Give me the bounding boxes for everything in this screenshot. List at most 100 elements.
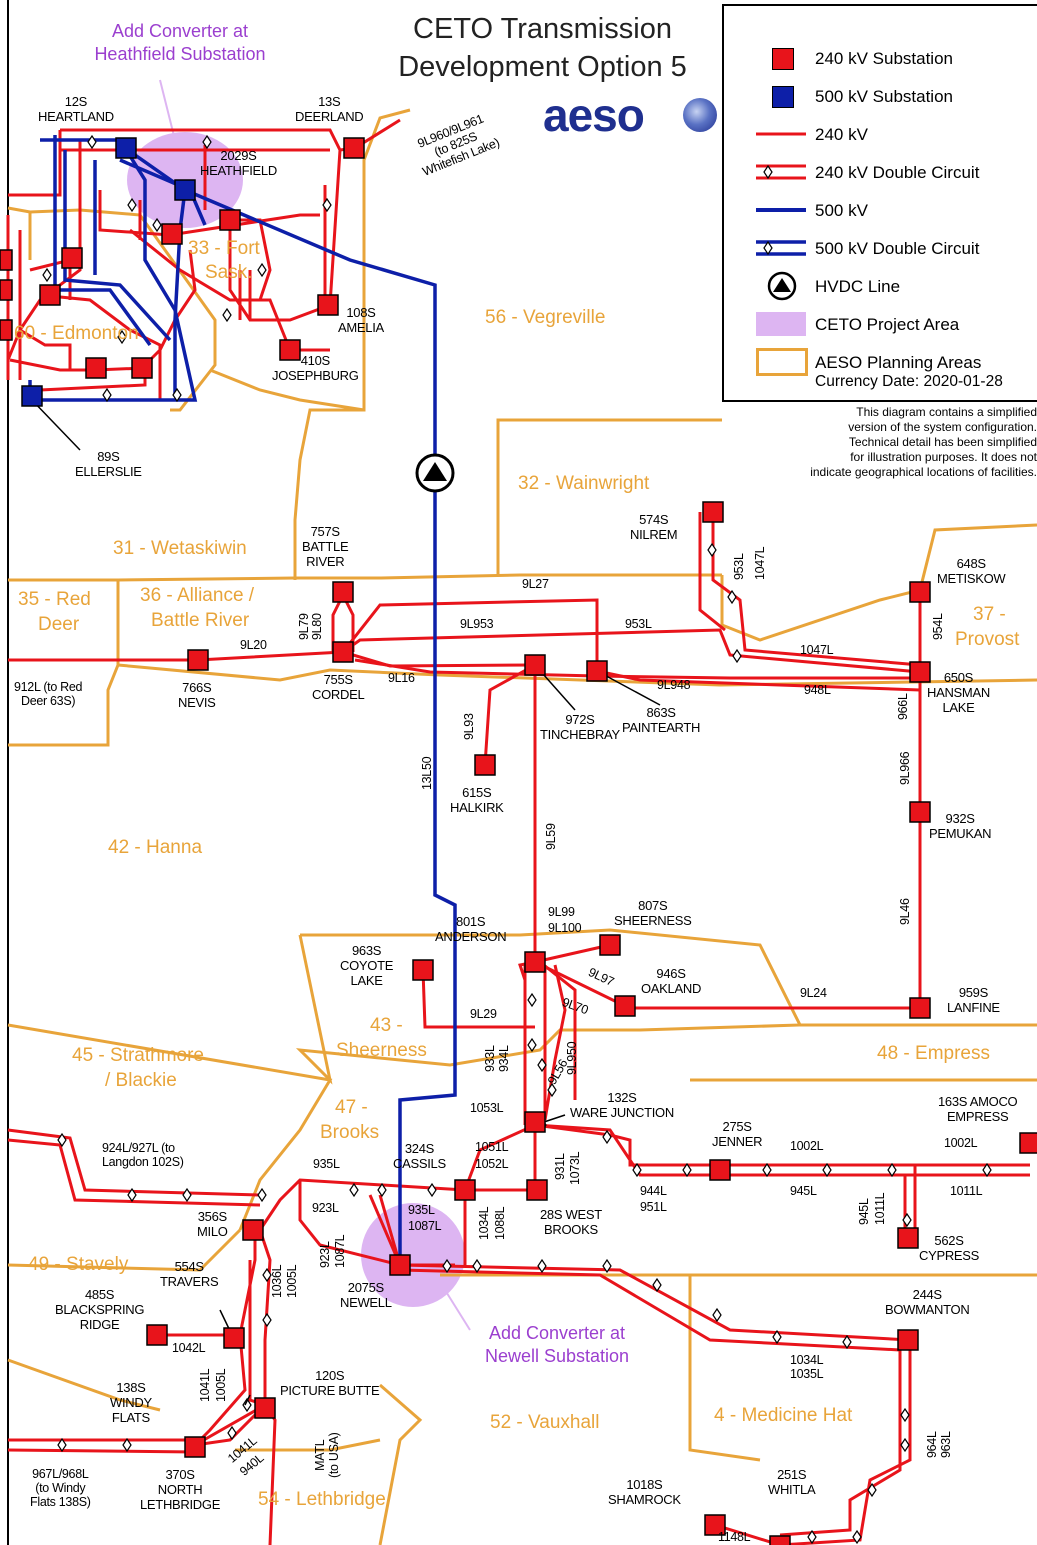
line-label-1036l: 1036L — [270, 1265, 284, 1298]
substation-id: 244S — [885, 1287, 969, 1302]
substation-label-sheerness: 807SSHEERNESS — [614, 898, 692, 928]
area-label-strathmore: 45 - Strathmore — [72, 1043, 204, 1069]
substation-id: 370S — [140, 1467, 220, 1482]
line-label-text: 924L/927L (to — [102, 1141, 184, 1155]
line-label-923l: 923L — [312, 1201, 339, 1215]
legend-item: 500 kV Substation — [724, 80, 1037, 114]
line-label-text: (to Windy — [30, 1481, 91, 1495]
line-label-text: 912L (to Red — [14, 680, 82, 694]
line-label-945l: 945L — [790, 1184, 817, 1198]
substation-name: CORDEL — [312, 687, 364, 702]
substation-id: 89S — [75, 449, 142, 464]
line-label-1148l: 1148L — [718, 1530, 750, 1544]
line-label-1047l: 1047L — [800, 643, 833, 657]
legend: 240 kV Substation 500 kV Substation 240 … — [722, 4, 1037, 402]
substation-label-shamrock: 1018SSHAMROCK — [608, 1477, 681, 1507]
line-label-953l-v: 953L — [732, 553, 746, 580]
substation-name: PAINTEARTH — [622, 720, 700, 735]
line-label-text: Langdon 102S) — [102, 1155, 184, 1169]
line-label-1005l: 1005L — [285, 1265, 299, 1298]
substation-id: 554S — [160, 1259, 218, 1274]
substation-id: 12S — [38, 94, 114, 109]
substation-name: LANFINE — [947, 1000, 1000, 1015]
substation-painteareth — [587, 661, 607, 681]
line-label-text: 1035L — [790, 1367, 823, 1381]
substation-id: 275S — [712, 1119, 762, 1134]
note-line: Heathfield Substation — [90, 43, 270, 66]
substation-label-anderson: 801SANDERSON — [435, 914, 506, 944]
substation-id: 28S WEST — [540, 1207, 602, 1222]
substation-whitla — [770, 1536, 790, 1545]
line-label-1002l-2: 1002L — [944, 1136, 977, 1150]
substation-pemukan — [910, 802, 930, 822]
substation-sheerness — [600, 935, 620, 955]
substation-name: TINCHEBRAY — [540, 727, 620, 742]
disclaimer-line: indicate geographical locations of facil… — [740, 465, 1037, 480]
note-line: Newell Substation — [462, 1345, 652, 1368]
substation-label-nilrem: 574SNILREM — [630, 512, 677, 542]
line-label-9l16: 9L16 — [388, 671, 415, 685]
line-label-text: MATL — [313, 1432, 327, 1478]
substation-name: ELLERSLIE — [75, 464, 142, 479]
substation-label-cordel: 755SCORDEL — [312, 672, 364, 702]
line-label-9l100: 9L100 — [548, 921, 581, 935]
newell-converter-note: Add Converter at Newell Substation — [462, 1322, 652, 1368]
substation-cypress — [898, 1228, 918, 1248]
substation-name: NORTH — [140, 1482, 220, 1497]
substation-id: 972S — [540, 712, 620, 727]
line-label-912l: 912L (to RedDeer 63S) — [14, 680, 82, 708]
line-label-text: 1034L — [790, 1353, 823, 1367]
line-label-1088l-v: 1088L — [493, 1207, 507, 1240]
line-label-964l: 964L — [925, 1431, 939, 1458]
line-label-text: Flats 138S) — [30, 1495, 91, 1509]
substation-name: SHEERNESS — [614, 913, 692, 928]
substation-ware-junction — [525, 1112, 545, 1132]
line-label-9l27: 9L27 — [522, 577, 549, 591]
substation-blackspring-ridge — [147, 1325, 167, 1345]
line-label-945l-v: 945L — [857, 1198, 871, 1225]
substation-name: RIDGE — [55, 1317, 144, 1332]
substation-heartland — [116, 138, 136, 158]
disclaimer-line: This diagram contains a simplified — [740, 405, 1037, 420]
substation-name: JENNER — [712, 1134, 762, 1149]
substation-name: SHAMROCK — [608, 1492, 681, 1507]
title-line-2: Development Option 5 — [365, 48, 720, 86]
substation-label-lanfine: 959SLANFINE — [947, 985, 1000, 1015]
line-label-948l: 948L — [804, 683, 831, 697]
substation-id: 757S — [302, 524, 348, 539]
substation-name: PEMUKAN — [929, 826, 991, 841]
line-label-9l99: 9L99 — [548, 905, 575, 919]
substation-amelia — [318, 295, 338, 315]
legend-item: HVDC Line — [724, 270, 1037, 304]
area-label-vegreville: 56 - Vegreville — [485, 305, 605, 331]
substation-tinchebray — [525, 655, 545, 675]
substation-id: 807S — [614, 898, 692, 913]
substation-oakland — [615, 996, 635, 1016]
substation-id: 574S — [630, 512, 677, 527]
line-label-933l: 933L — [483, 1045, 497, 1072]
substation-label-ware-junction: 132SWARE JUNCTION — [570, 1090, 674, 1120]
substation-id: 755S — [312, 672, 364, 687]
legend-item: 240 kV Substation — [724, 42, 1037, 76]
substation-label-newell: 2075SNEWELL — [340, 1280, 392, 1310]
area-label-edmonton: 60 - Edmonton — [14, 321, 139, 347]
disclaimer-line: Technical detail has been simplified — [740, 435, 1037, 450]
substation-milo — [243, 1220, 263, 1240]
line-label-9l948: 9L948 — [657, 678, 690, 692]
area-label-red-deer-2: Deer — [38, 612, 79, 638]
substation-name: EMPRESS — [938, 1109, 1017, 1124]
line-label-944l: 944L — [640, 1184, 667, 1198]
substation-name: OAKLAND — [641, 981, 701, 996]
note-line: Add Converter at — [462, 1322, 652, 1345]
line-label-1053l: 1053L — [470, 1101, 503, 1115]
substation-id: 963S — [340, 943, 393, 958]
legend-label: 500 kV — [815, 201, 868, 221]
disclaimer-line: version of the system configuration. — [740, 420, 1037, 435]
substation-label-north-lethbridge: 370SNORTHLETHBRIDGE — [140, 1467, 220, 1512]
area-label-fort-sask-2: Sask. — [205, 260, 253, 286]
substation-heathfield — [175, 180, 195, 200]
substation-name: BATTLE — [302, 539, 348, 554]
